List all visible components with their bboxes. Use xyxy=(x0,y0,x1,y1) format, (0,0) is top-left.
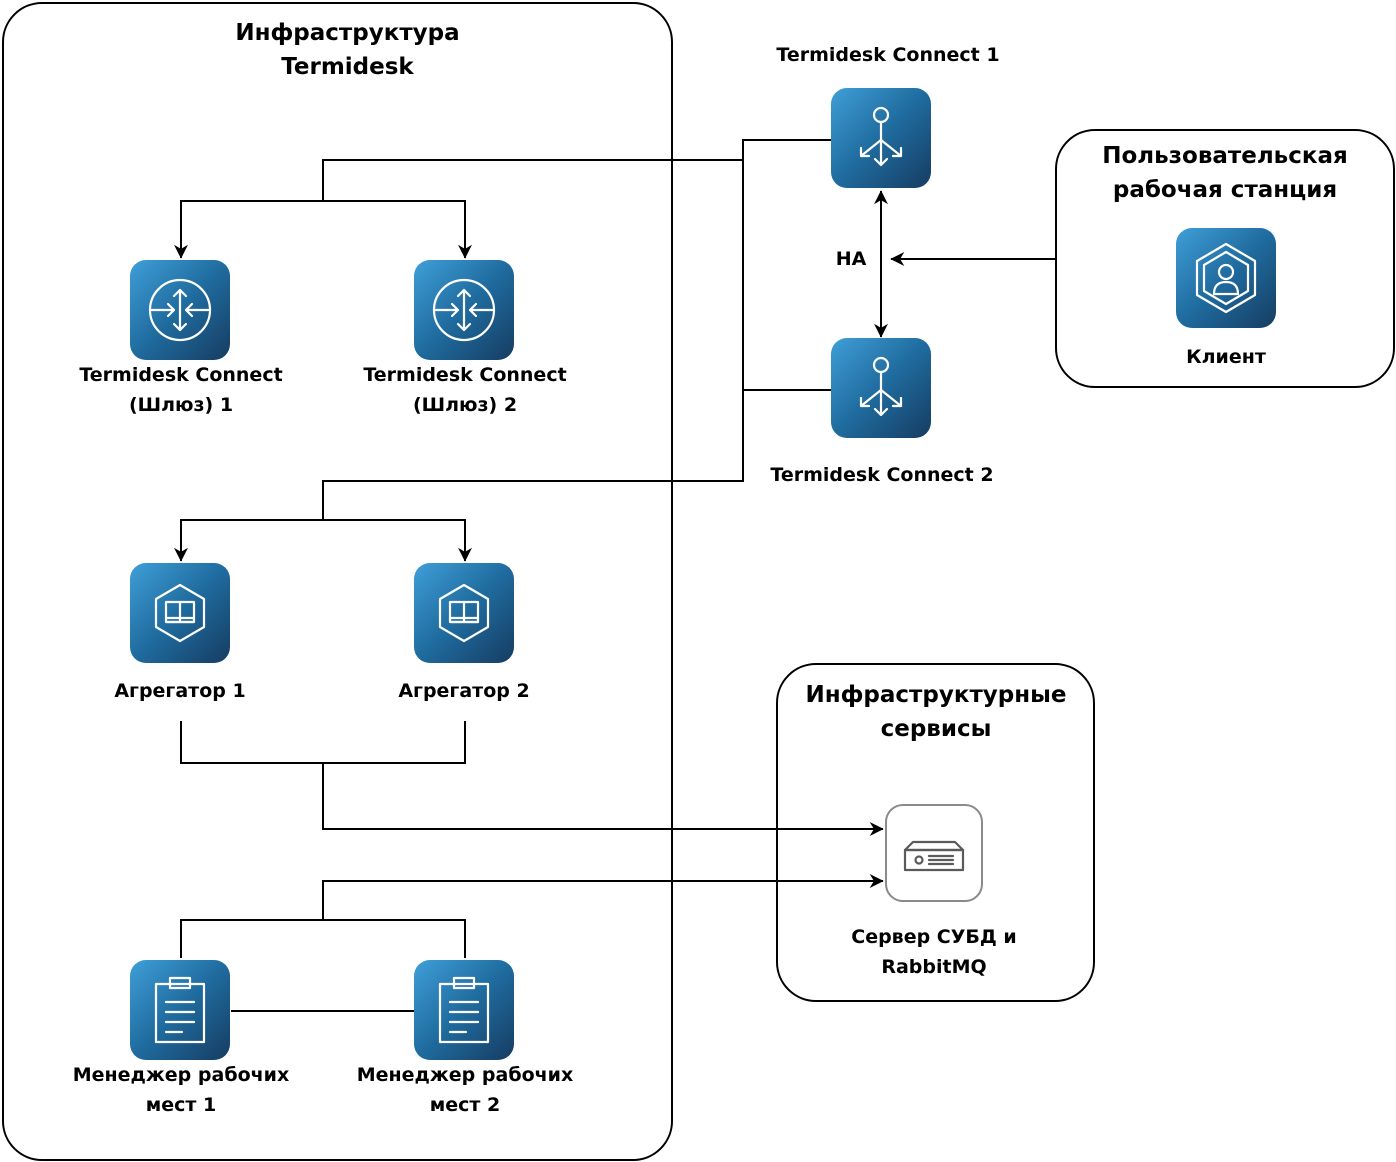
package-hexagon-icon xyxy=(438,583,490,643)
gateway-1-label-line2: (Шлюз) 1 xyxy=(128,394,234,416)
line-aggregator-1 xyxy=(174,519,323,562)
connect-2-node[interactable] xyxy=(831,338,931,438)
gateway-2-node[interactable] xyxy=(414,260,514,360)
db-server-label-line1: Сервер СУБД и xyxy=(851,926,1017,948)
connect-1-label: Termidesk Connect 1 xyxy=(776,44,1000,66)
line-managers-join xyxy=(180,919,466,958)
clipboard-icon xyxy=(438,976,490,1044)
manager-1-label-line1: Менеджер рабочих xyxy=(72,1064,290,1086)
db-server-label-line2: RabbitMQ xyxy=(881,956,987,978)
clipboard-icon xyxy=(154,976,206,1044)
db-server-node[interactable] xyxy=(885,804,983,902)
client-node[interactable] xyxy=(1176,228,1276,328)
manager-2-label-line2: мест 2 xyxy=(429,1094,501,1116)
services-group xyxy=(776,663,1095,1002)
gateway-2-label-line1: Termidesk Connect xyxy=(363,364,567,386)
db-server-label: Сервер СУБД и RabbitMQ xyxy=(784,922,1084,982)
services-title: Инфраструктурные сервисы xyxy=(786,678,1086,746)
gateway-2-label-line2: (Шлюз) 2 xyxy=(412,394,518,416)
manager-2-node[interactable] xyxy=(414,960,514,1060)
infra-group xyxy=(2,2,673,1161)
manager-1-label-line2: мест 1 xyxy=(145,1094,217,1116)
aggregator-1-node[interactable] xyxy=(130,563,230,663)
manager-1-node[interactable] xyxy=(130,960,230,1060)
load-balancer-icon xyxy=(859,356,903,417)
aggregator-1-label: Агрегатор 1 xyxy=(114,680,246,702)
services-title-line1: Инфраструктурные xyxy=(805,682,1067,708)
ha-label: HA xyxy=(835,248,867,270)
workstation-title-line2: рабочая станция xyxy=(1112,177,1338,203)
line-to-aggregators xyxy=(322,390,744,520)
workstation-group xyxy=(1055,129,1395,388)
gateway-2-label: Termidesk Connect (Шлюз) 2 xyxy=(325,360,605,420)
line-to-gateways xyxy=(322,159,743,201)
client-label: Клиент xyxy=(1186,346,1266,368)
gateway-1-label: Termidesk Connect (Шлюз) 1 xyxy=(41,360,321,420)
infra-title: Инфраструктура Termidesk xyxy=(200,16,495,84)
infra-title-line1: Инфраструктура xyxy=(235,20,460,46)
load-balancer-icon xyxy=(859,106,903,167)
line-aggregators-join xyxy=(180,721,466,764)
line-connect-bus-top xyxy=(742,139,831,391)
manager-2-label: Менеджер рабочих мест 2 xyxy=(325,1060,605,1120)
server-icon xyxy=(903,840,965,872)
line-gateway-2 xyxy=(323,200,472,259)
router-icon xyxy=(432,278,496,342)
line-aggregators-to-db xyxy=(322,763,884,836)
workstation-title-line1: Пользовательская xyxy=(1102,143,1348,169)
line-managers-to-db xyxy=(322,874,884,920)
router-icon xyxy=(148,278,212,342)
line-aggregator-2 xyxy=(323,519,472,562)
connect-2-label: Termidesk Connect 2 xyxy=(770,464,994,486)
manager-1-label: Менеджер рабочих мест 1 xyxy=(41,1060,321,1120)
infra-title-line2: Termidesk xyxy=(281,54,414,80)
services-title-line2: сервисы xyxy=(880,716,992,742)
user-hexagon-icon xyxy=(1195,242,1257,314)
manager-2-label-line1: Менеджер рабочих xyxy=(356,1064,574,1086)
connect-1-node[interactable] xyxy=(831,88,931,188)
gateway-1-label-line1: Termidesk Connect xyxy=(79,364,283,386)
aggregator-2-node[interactable] xyxy=(414,563,514,663)
package-hexagon-icon xyxy=(154,583,206,643)
gateway-1-node[interactable] xyxy=(130,260,230,360)
aggregator-2-label: Агрегатор 2 xyxy=(398,680,530,702)
workstation-title: Пользовательская рабочая станция xyxy=(1075,139,1375,207)
line-gateway-1 xyxy=(174,200,323,259)
